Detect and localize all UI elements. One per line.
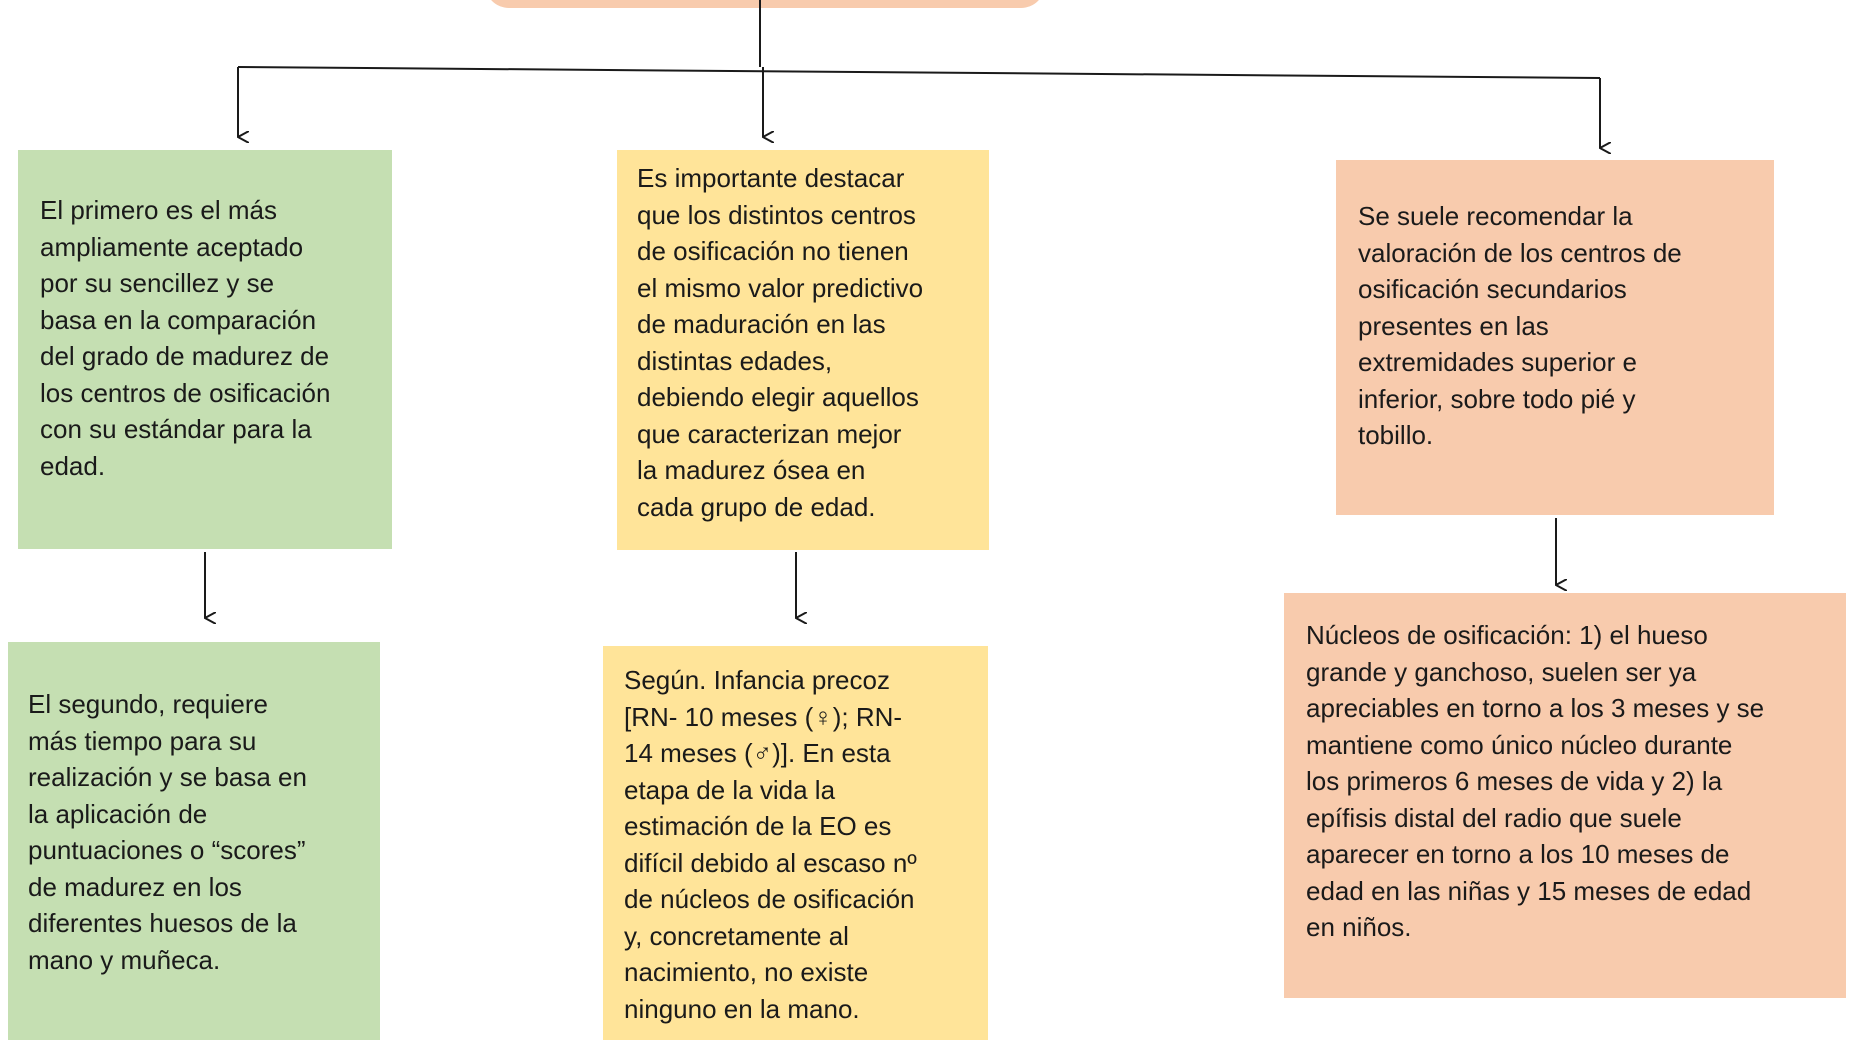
branch-line [237,66,1601,79]
box-yellow-predictive-value: Es importante destacar que los distintos… [617,150,989,550]
box-salmon-recommendation: Se suele recomendar la valoración de los… [1336,160,1774,515]
box-yellow-early-infancy: Según. Infancia precoz [RN- 10 meses (♀)… [603,646,988,1040]
box-green-second-method: El segundo, requiere más tiempo para su … [8,642,380,1040]
top-concept-box [485,0,1045,8]
box-salmon-ossification-nuclei: Núcleos de osificación: 1) el hueso gran… [1284,593,1846,998]
box-green-first-method: El primero es el más ampliamente aceptad… [18,150,392,549]
